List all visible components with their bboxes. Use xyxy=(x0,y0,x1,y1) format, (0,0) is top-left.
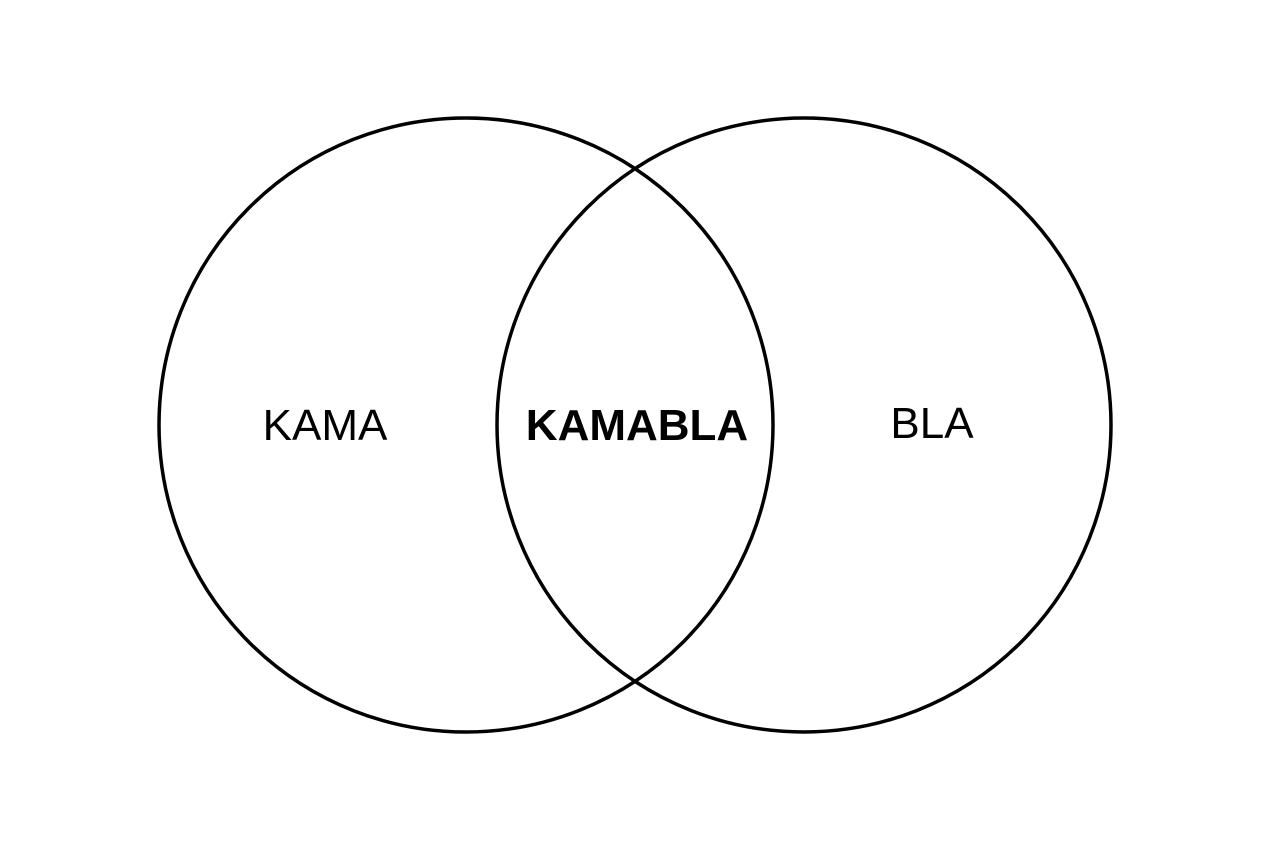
left-set-circle xyxy=(157,116,775,734)
right-set-label: BLA xyxy=(890,399,974,448)
left-set-label: KAMA xyxy=(263,401,388,450)
intersection-label: KAMABLA xyxy=(526,401,748,450)
right-set-circle xyxy=(495,116,1113,734)
